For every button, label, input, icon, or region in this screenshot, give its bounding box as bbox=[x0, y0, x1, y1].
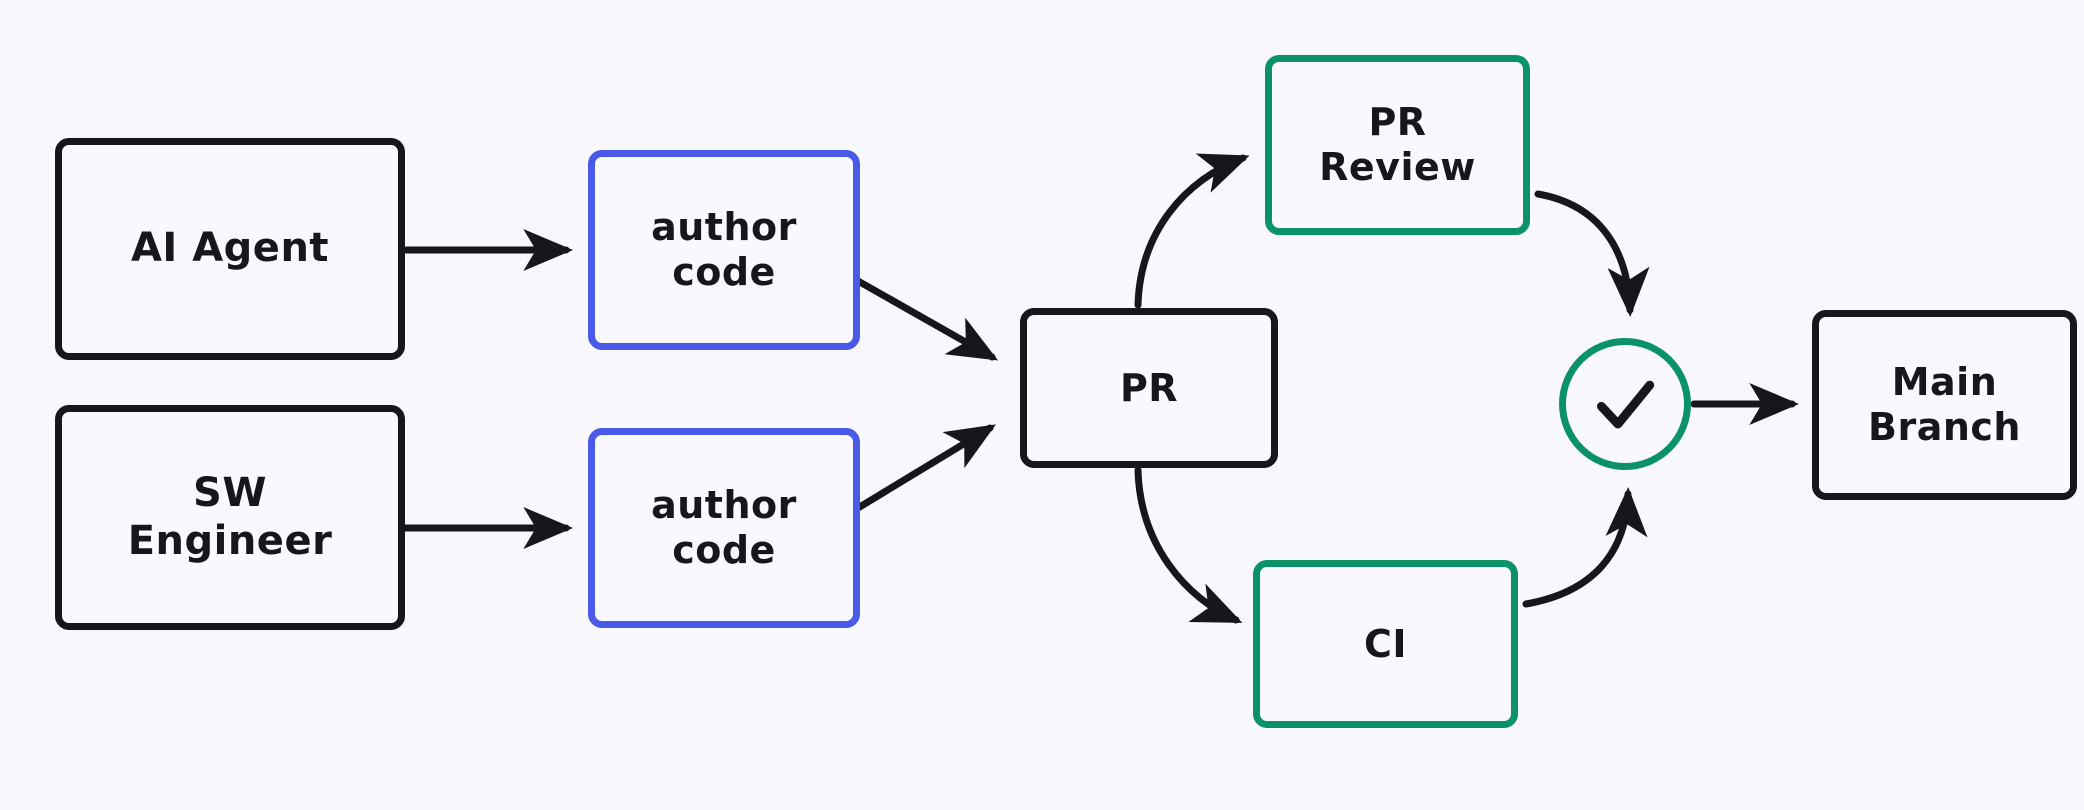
node-label: Main Branch bbox=[1868, 360, 2021, 449]
approved-check-node[interactable] bbox=[1559, 338, 1691, 470]
node-label: AI Agent bbox=[130, 225, 330, 272]
node-ci[interactable]: CI bbox=[1253, 560, 1518, 728]
node-sw-engineer[interactable]: SW Engineer bbox=[55, 405, 405, 630]
node-ai-agent[interactable]: AI Agent bbox=[55, 138, 405, 360]
node-main-branch[interactable]: Main Branch bbox=[1812, 310, 2077, 500]
node-label: author code bbox=[651, 483, 797, 572]
node-label: PR Review bbox=[1319, 100, 1476, 189]
edge-pr-to-pr-review bbox=[1134, 153, 1250, 309]
node-author-code-engineer[interactable]: author code bbox=[588, 428, 860, 628]
edge-pr-review-to-check bbox=[1534, 190, 1650, 317]
node-author-code-agent[interactable]: author code bbox=[588, 150, 860, 350]
edge-author-code-engineer-to-pr bbox=[854, 424, 996, 512]
check-icon bbox=[1596, 380, 1655, 429]
node-pr-review[interactable]: PR Review bbox=[1265, 55, 1530, 235]
node-label: SW Engineer bbox=[127, 470, 333, 564]
node-label: author code bbox=[651, 205, 797, 294]
node-label: PR bbox=[1119, 365, 1179, 410]
node-pr[interactable]: PR bbox=[1020, 308, 1278, 468]
edge-pr-to-ci bbox=[1134, 466, 1243, 624]
edge-ci-to-check bbox=[1522, 487, 1648, 608]
node-label: CI bbox=[1363, 621, 1408, 666]
edge-author-code-agent-to-pr bbox=[854, 277, 999, 361]
